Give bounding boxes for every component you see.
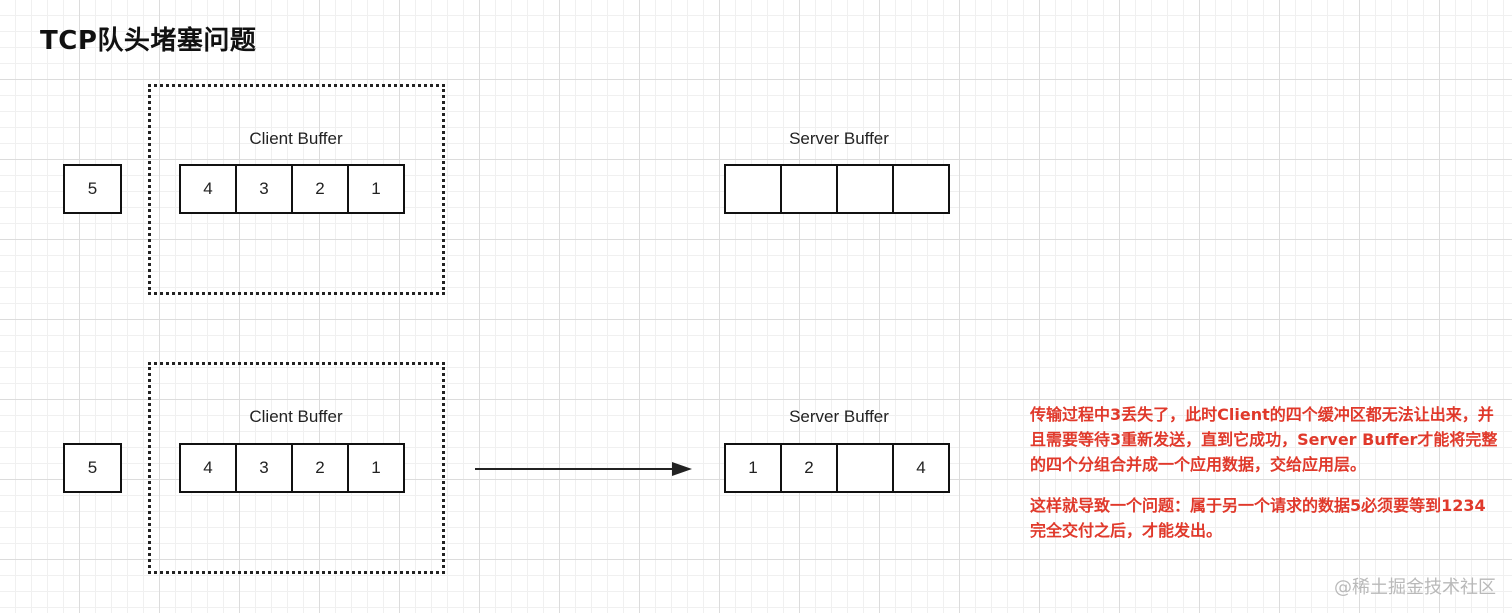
- bottom-client-buffer-cells: 4 3 2 1: [179, 443, 405, 493]
- top-server-cell: [892, 164, 950, 214]
- bottom-server-cell: 2: [780, 443, 838, 493]
- bottom-client-buffer-frame: [148, 362, 445, 574]
- top-outside-packet: 5: [63, 164, 122, 214]
- explanation-paragraph-2: 这样就导致一个问题：属于另一个请求的数据5必须要等到1234完全交付之后，才能发…: [1030, 496, 1486, 540]
- top-server-cell: [836, 164, 894, 214]
- transfer-arrow-head: [672, 462, 692, 476]
- bottom-server-buffer-cells: 1 2 4: [724, 443, 950, 493]
- bottom-client-cell: 1: [347, 443, 405, 493]
- top-server-buffer-label: Server Buffer: [789, 129, 889, 148]
- top-client-cell: 2: [291, 164, 349, 214]
- top-client-cell: 4: [179, 164, 237, 214]
- bottom-outside-packet: 5: [63, 443, 122, 493]
- bottom-server-buffer-label: Server Buffer: [789, 407, 889, 426]
- bottom-server-cell: [836, 443, 894, 493]
- page-title: TCP队头堵塞问题: [40, 26, 257, 56]
- top-server-cell: [724, 164, 782, 214]
- explanation-note: 传输过程中3丢失了，此时Client的四个缓冲区都无法让出来，并且需要等待3重新…: [1030, 402, 1500, 559]
- top-client-cell: 1: [347, 164, 405, 214]
- top-server-buffer-cells: [724, 164, 950, 214]
- top-client-buffer-label: Client Buffer: [249, 129, 343, 148]
- bottom-client-buffer-label: Client Buffer: [249, 407, 343, 426]
- bottom-client-cell: 4: [179, 443, 237, 493]
- bottom-server-cell: 4: [892, 443, 950, 493]
- top-client-buffer-cells: 4 3 2 1: [179, 164, 405, 214]
- watermark: @稀土掘金技术社区: [1334, 577, 1496, 598]
- bottom-server-cell: 1: [724, 443, 782, 493]
- top-client-buffer-frame: [148, 84, 445, 295]
- explanation-paragraph-1: 传输过程中3丢失了，此时Client的四个缓冲区都无法让出来，并且需要等待3重新…: [1030, 405, 1498, 474]
